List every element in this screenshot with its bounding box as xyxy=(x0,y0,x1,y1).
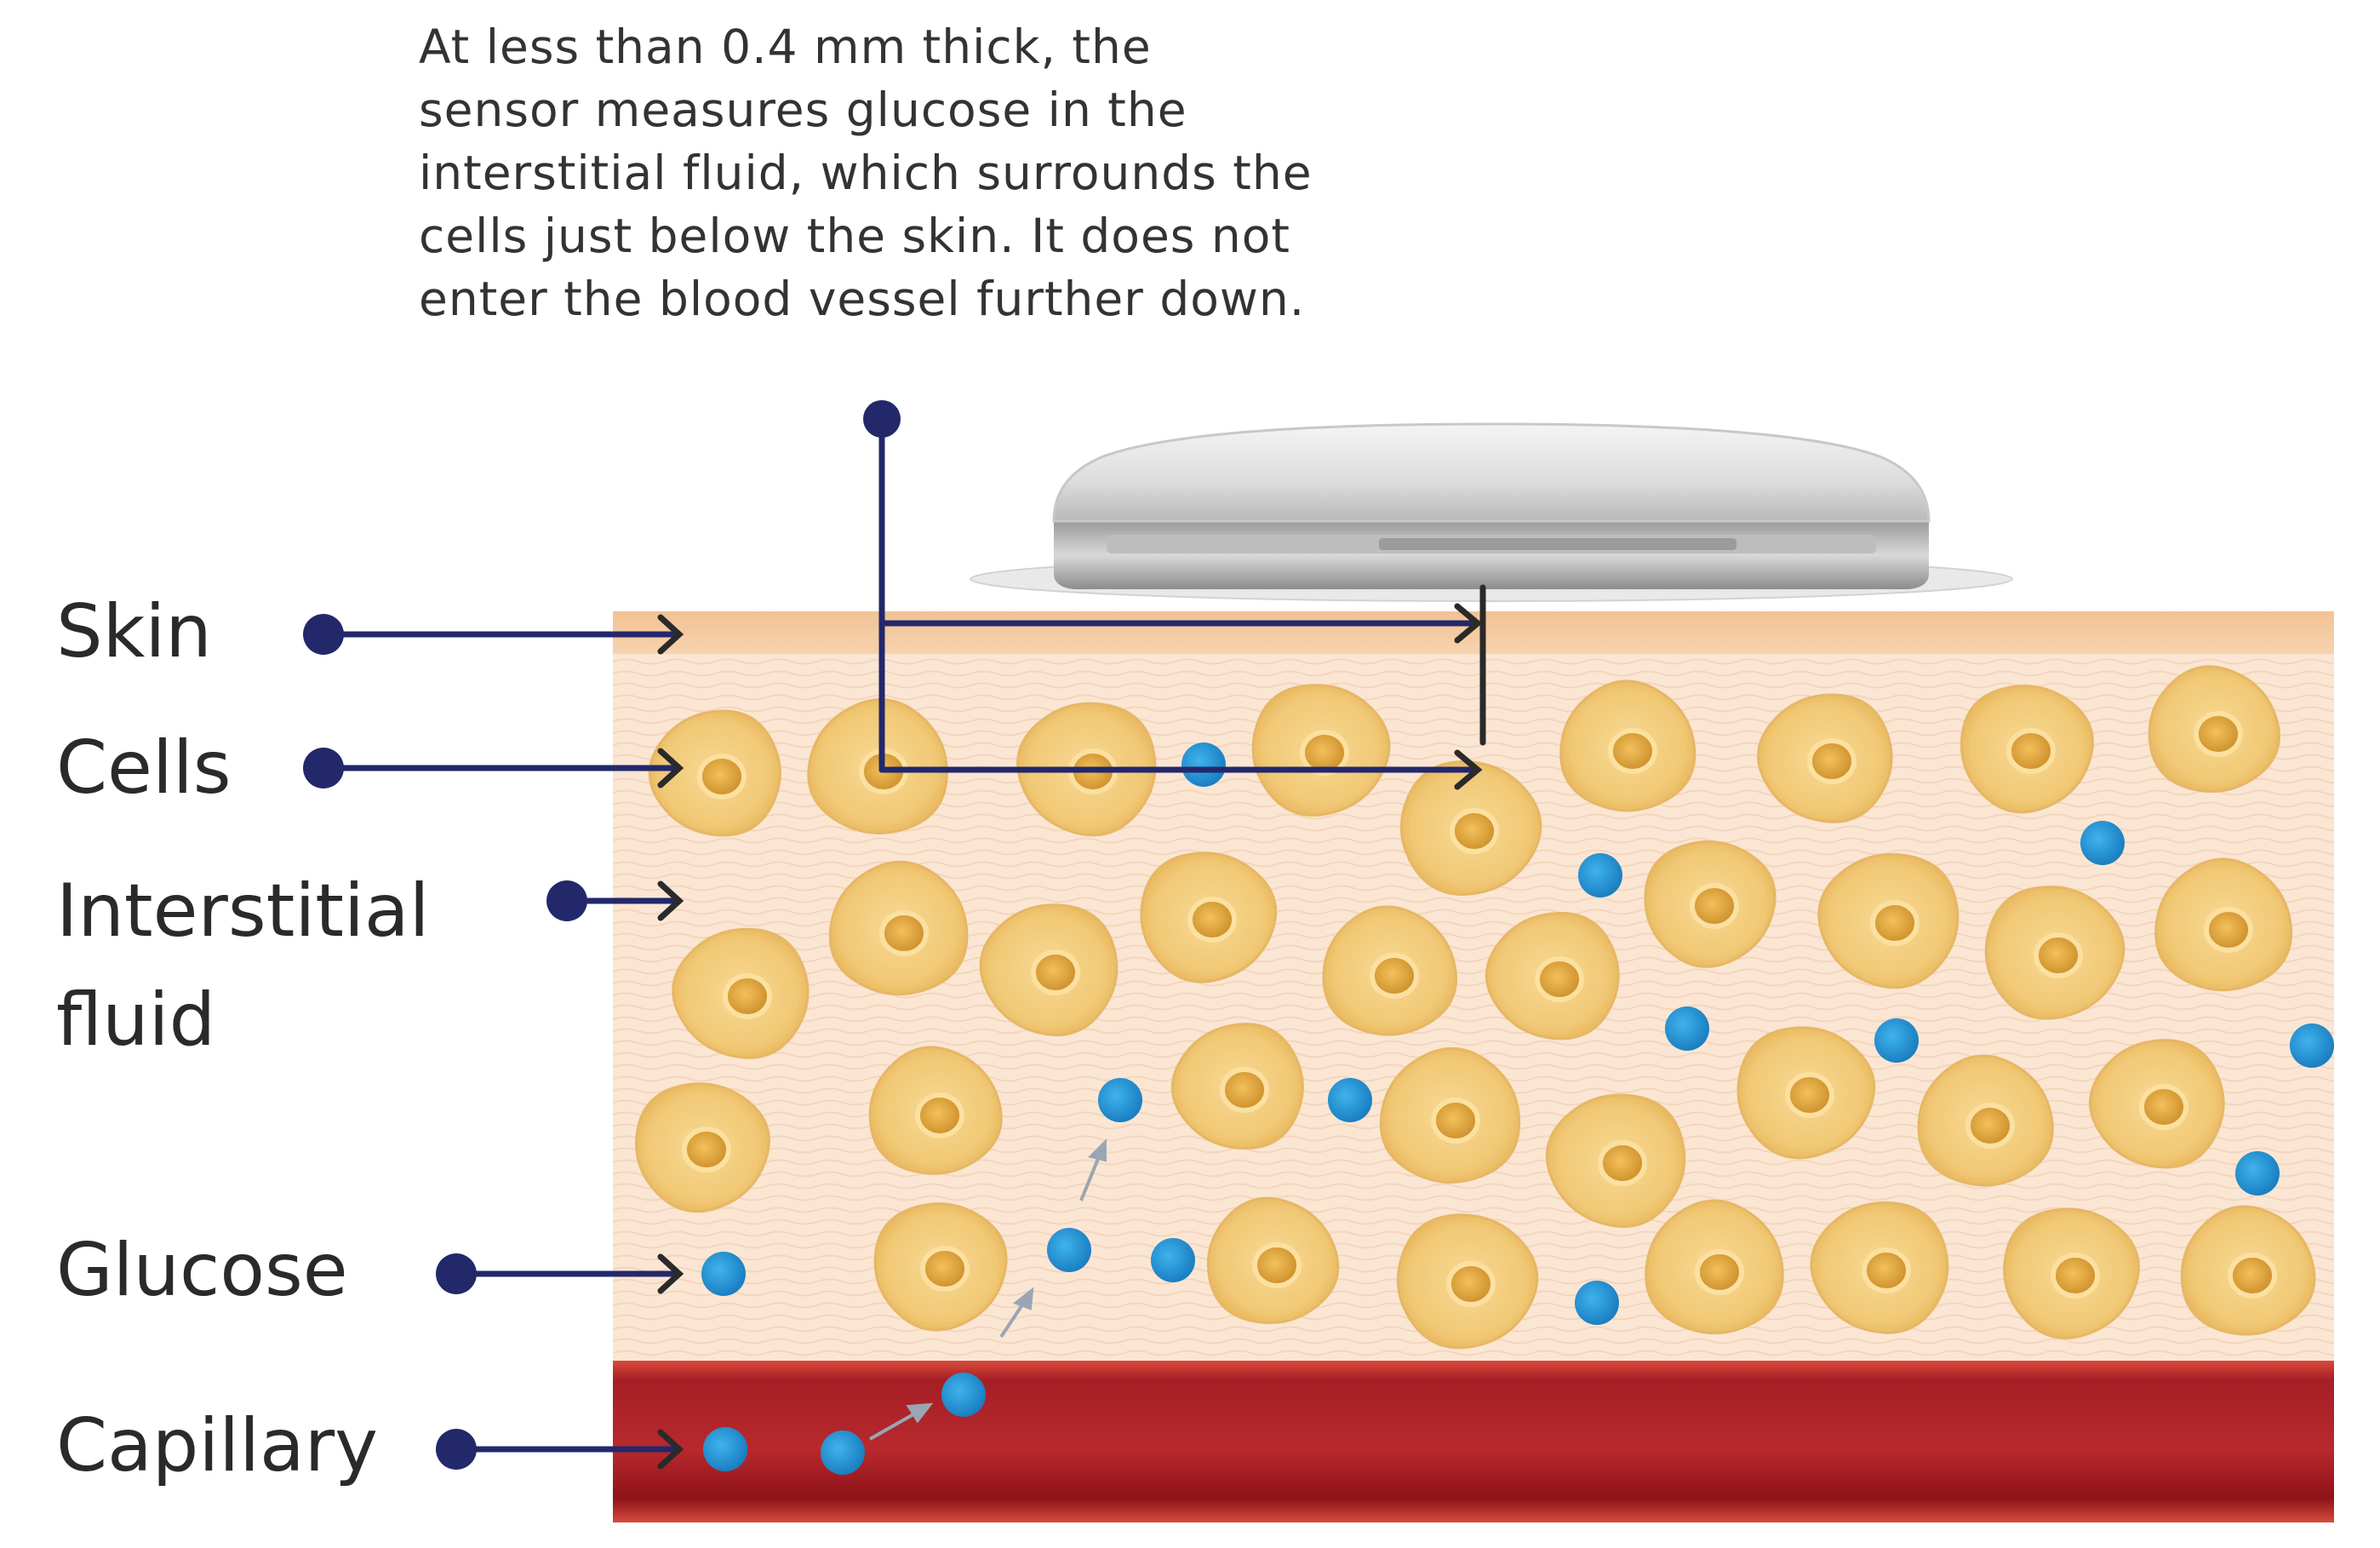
glucose-molecule-icon xyxy=(1151,1238,1195,1282)
glucose-molecule-icon xyxy=(1578,853,1622,897)
glucose-molecule-icon xyxy=(1181,742,1226,787)
glucose-molecule-icon xyxy=(1874,1018,1919,1063)
cell xyxy=(1251,684,1391,817)
caption-line: enter the blood vessel further down. xyxy=(419,272,1306,326)
caption-line: At less than 0.4 mm thick, the xyxy=(419,20,1152,74)
cell xyxy=(1559,679,1696,812)
label-skin: Skin xyxy=(56,589,212,674)
cell xyxy=(1736,1026,1876,1160)
glucose-molecule-icon xyxy=(703,1427,747,1471)
cells-group xyxy=(635,665,2316,1350)
cell xyxy=(635,1082,770,1213)
glucose-molecule-icon xyxy=(2235,1151,2280,1195)
cell xyxy=(1140,851,1278,983)
cell xyxy=(1810,1201,1949,1334)
cell xyxy=(979,903,1118,1037)
glucose-molecule-icon xyxy=(701,1252,746,1296)
cell xyxy=(1757,693,1893,823)
glucose-molecule-icon xyxy=(941,1373,986,1417)
cell xyxy=(1959,685,2094,814)
cell xyxy=(1917,1054,2054,1187)
glucose-molecule-icon xyxy=(1575,1281,1619,1325)
cell xyxy=(672,927,810,1059)
cell xyxy=(1645,1199,1784,1335)
cell xyxy=(648,709,781,837)
cell xyxy=(2180,1205,2316,1336)
glucose-group xyxy=(701,742,2334,1475)
cell xyxy=(1399,760,1542,896)
glucose-molecule-icon xyxy=(821,1430,865,1475)
skin-pointer xyxy=(303,614,684,655)
capillary-pointer xyxy=(436,1429,684,1470)
caption-text: At less than 0.4 mm thick, the sensor me… xyxy=(419,15,1440,330)
cell xyxy=(2148,665,2280,794)
cell xyxy=(1206,1196,1340,1325)
caption-line: interstitial fluid, which surrounds the xyxy=(419,146,1313,200)
label-fluid: fluid xyxy=(56,978,216,1063)
diffusion-arrow xyxy=(999,1287,1034,1339)
capillary-vessel xyxy=(613,1361,2334,1522)
sensor-device-icon xyxy=(970,422,2013,602)
diffusion-arrow xyxy=(1079,1138,1107,1201)
label-interstitial: Interstitial xyxy=(56,869,430,954)
cell xyxy=(2089,1039,2225,1169)
cells-pointer xyxy=(303,748,684,788)
glucose-molecule-icon xyxy=(1328,1078,1372,1122)
interstitial-pointer xyxy=(546,880,684,921)
label-glucose: Glucose xyxy=(56,1228,348,1313)
caption-line: cells just below the skin. It does not xyxy=(419,209,1290,263)
cell xyxy=(1396,1213,1539,1350)
diffusion-arrows xyxy=(869,1138,1107,1441)
label-cells: Cells xyxy=(56,725,232,811)
caption-line: sensor measures glucose in the xyxy=(419,83,1187,137)
cell xyxy=(1379,1047,1521,1184)
glucose-molecule-icon xyxy=(2080,821,2125,865)
cell xyxy=(1170,1023,1304,1150)
glucose-molecule-icon xyxy=(1665,1006,1709,1051)
cell xyxy=(2003,1207,2140,1339)
cell xyxy=(873,1202,1008,1332)
label-capillary: Capillary xyxy=(56,1403,378,1488)
cell xyxy=(1545,1093,1686,1228)
cell xyxy=(868,1046,1003,1175)
cell xyxy=(1485,911,1620,1041)
glucose-pointer xyxy=(436,1253,684,1294)
cell xyxy=(1644,840,1776,968)
cell xyxy=(1984,886,2125,1020)
cell xyxy=(1322,905,1458,1036)
sensor-depth-bracket xyxy=(863,400,1486,790)
cell xyxy=(828,860,969,996)
cell xyxy=(2154,857,2293,992)
glucose-molecule-icon xyxy=(1047,1228,1091,1272)
label-pointers xyxy=(303,614,684,1470)
glucose-molecule-icon xyxy=(2290,1023,2334,1068)
cell xyxy=(1817,852,1959,989)
diffusion-arrow xyxy=(869,1402,934,1441)
glucose-molecule-icon xyxy=(1098,1078,1142,1122)
